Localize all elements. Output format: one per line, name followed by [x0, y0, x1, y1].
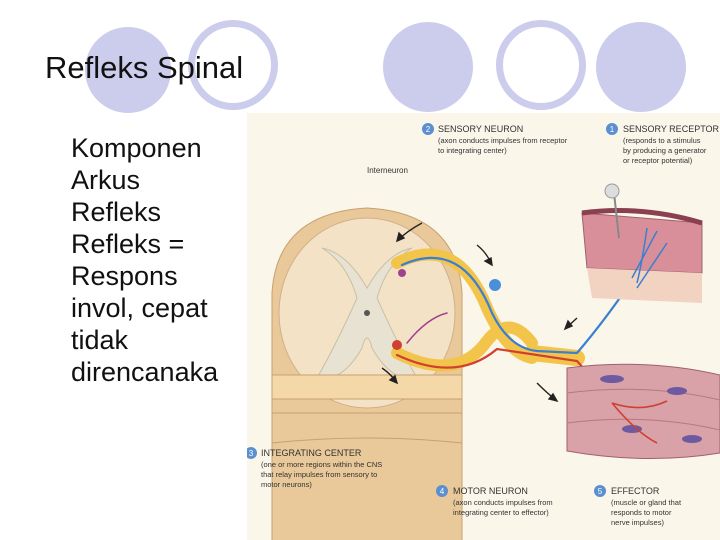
svg-text:(responds to a stimulus: (responds to a stimulus — [623, 136, 701, 145]
svg-text:5: 5 — [598, 487, 603, 496]
muscle-effector-icon — [566, 363, 720, 460]
svg-text:(axon conducts impulses from r: (axon conducts impulses from receptor — [438, 136, 568, 145]
svg-text:3: 3 — [249, 449, 254, 458]
label-effector: 5 EFFECTOR (muscle or gland that respond… — [594, 485, 682, 527]
svg-text:by producing a generator: by producing a generator — [623, 146, 707, 155]
svg-text:MOTOR NEURON: MOTOR NEURON — [453, 486, 528, 496]
label-integrating-center: 3 INTEGRATING CENTER (one or more region… — [247, 447, 382, 489]
decor-circle-4 — [496, 20, 586, 110]
skin-receptor-icon — [581, 183, 703, 303]
svg-text:responds to motor: responds to motor — [611, 508, 672, 517]
svg-text:2: 2 — [426, 125, 431, 134]
svg-text:(one or more regions within th: (one or more regions within the CNS — [261, 460, 382, 469]
reflex-arc-figure: 2 SENSORY NEURON (axon conducts impulses… — [247, 113, 720, 540]
label-sensory-receptor: 1 SENSORY RECEPTOR (responds to a stimul… — [606, 123, 720, 165]
svg-text:to integrating center): to integrating center) — [438, 146, 507, 155]
svg-text:INTEGRATING CENTER: INTEGRATING CENTER — [261, 448, 362, 458]
label-motor-neuron: 4 MOTOR NEURON (axon conducts impulses f… — [436, 485, 553, 517]
svg-text:that relay impulses from senso: that relay impulses from sensory to — [261, 470, 377, 479]
slide-title: Refleks Spinal — [45, 50, 244, 85]
spinal-cord-icon — [271, 207, 463, 540]
reflex-arc-illustration: 2 SENSORY NEURON (axon conducts impulses… — [247, 123, 720, 540]
svg-text:(muscle or gland that: (muscle or gland that — [611, 498, 682, 507]
svg-text:SENSORY RECEPTOR: SENSORY RECEPTOR — [623, 124, 720, 134]
body-line: invol, cepat — [71, 293, 208, 323]
body-line: direncanaka — [71, 357, 219, 387]
body-line: Respons — [71, 261, 178, 291]
svg-text:integrating center to effector: integrating center to effector) — [453, 508, 549, 517]
decor-circle-1 — [85, 27, 171, 113]
body-line: Refleks — [71, 197, 162, 227]
label-sensory-neuron: 2 SENSORY NEURON (axon conducts impulses… — [422, 123, 568, 155]
nerve-pathways — [391, 248, 639, 405]
body-line: Refleks = — [71, 229, 185, 259]
svg-text:or receptor potential): or receptor potential) — [623, 156, 693, 165]
svg-text:EFFECTOR: EFFECTOR — [611, 486, 660, 496]
direction-arrows — [381, 222, 578, 403]
decor-circle-5 — [596, 22, 686, 112]
svg-text:1: 1 — [610, 125, 615, 134]
svg-text:nerve impulses): nerve impulses) — [611, 518, 664, 527]
body-line: Komponen — [71, 133, 202, 163]
decor-circle-2 — [188, 20, 278, 110]
svg-text:4: 4 — [440, 487, 445, 496]
slide-body: Komponen Arkus Refleks Refleks = Respons… — [71, 132, 251, 388]
label-interneuron: Interneuron — [367, 166, 408, 175]
body-line: tidak — [71, 325, 129, 355]
body-line: Arkus — [71, 165, 141, 195]
decor-circle-3 — [383, 22, 473, 112]
svg-text:SENSORY NEURON: SENSORY NEURON — [438, 124, 523, 134]
svg-text:motor neurons): motor neurons) — [261, 480, 312, 489]
svg-text:(axon conducts impulses from: (axon conducts impulses from — [453, 498, 553, 507]
